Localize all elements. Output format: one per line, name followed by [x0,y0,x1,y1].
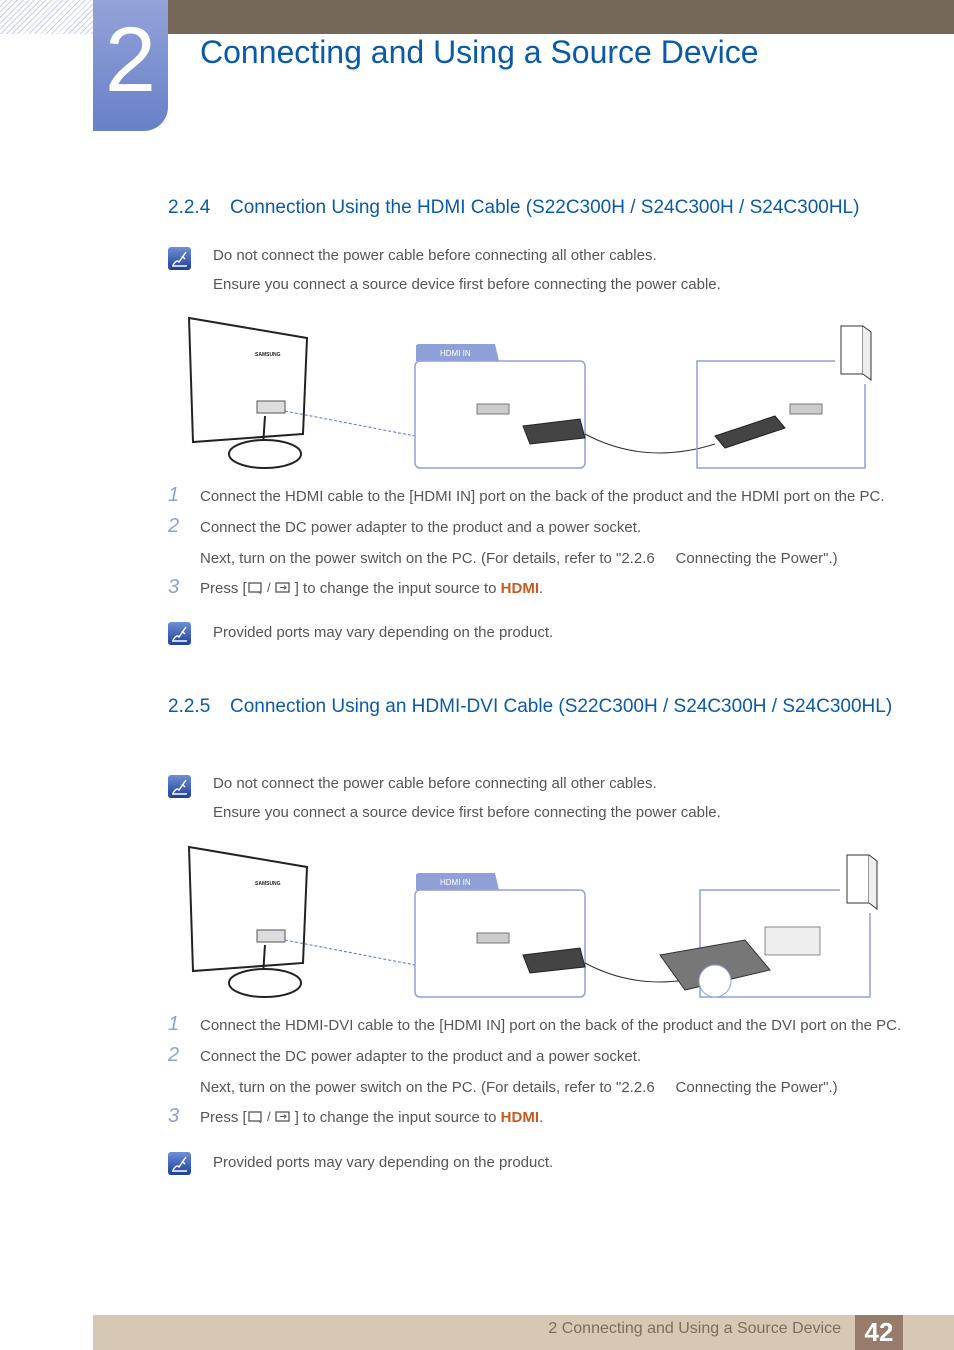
step-number: 2 [168,515,180,537]
step-item: 2 Connect the DC power adapter to the pro… [168,515,641,538]
source-button-icon: / [247,1109,295,1126]
step-number: 1 [168,484,180,506]
hdmi-in-port-box: HDMI IN [414,344,586,469]
highlight-hdmi: HDMI [500,580,539,597]
source-button-icon: / [247,580,295,597]
pc-port-box [696,360,866,469]
footer-chapter: 2 Connecting and Using a Source Device [548,1320,841,1337]
step-text: Press [ [200,1109,247,1126]
note-icon [168,247,191,270]
step-text: Connect the DC power adapter to the prod… [200,519,642,536]
svg-text:HDMI IN: HDMI IN [440,878,471,887]
page-number: 42 [855,1315,903,1350]
chapter-number-badge: 2 [93,0,168,131]
top-bar [168,0,954,34]
svg-text:/: / [267,1109,271,1124]
svg-text:/: / [267,580,271,595]
svg-text:HDMI IN: HDMI IN [440,349,471,358]
svg-text:SAMSUNG: SAMSUNG [255,352,281,358]
note-text: Ensure you connect a source device first… [213,276,721,293]
note-text: Do not connect the power cable before co… [213,247,657,264]
step-item: 2 Connect the DC power adapter to the pro… [168,1044,641,1067]
section-title: Connection Using the HDMI Cable (S22C300… [230,197,860,218]
pc-tower-illustration [840,325,872,381]
step-text: ] to change the input source to [294,1109,501,1126]
step-text: . [539,580,544,597]
hdmi-in-port-box: HDMI IN [414,873,586,998]
connection-diagram: SAMSUNG HDMI IN [185,316,885,481]
section-number: 2.2.4 [168,197,211,218]
step-text: . [539,1109,544,1126]
step-text: Connect the HDMI cable to the [HDMI IN] … [200,488,885,505]
step-subtext: Next, turn on the power switch on the PC… [200,1079,838,1096]
step-text: Connect the DC power adapter to the prod… [200,1048,642,1065]
section-number: 2.2.5 [168,696,211,717]
step-number: 3 [168,576,180,598]
note-text: Ensure you connect a source device first… [213,804,721,821]
page-title: Connecting and Using a Source Device [200,34,759,70]
hdmi-plug-pc [714,403,823,449]
section-heading: 2.2.5 Connection Using an HDMI-DVI Cable … [168,693,908,721]
highlight-hdmi: HDMI [500,1109,539,1126]
hatch-decoration [0,0,93,34]
step-item: 1 Connect the HDMI cable to the [HDMI IN]… [168,484,885,507]
step-text: Connect the HDMI-DVI cable to the [HDMI … [200,1017,902,1034]
pc-tower-illustration [846,854,878,910]
note-icon [168,1152,191,1175]
step-number: 3 [168,1105,180,1127]
step-number: 1 [168,1013,180,1035]
monitor-illustration: SAMSUNG [187,845,309,998]
connection-diagram: SAMSUNG HDMI IN [185,845,885,1010]
monitor-illustration: SAMSUNG [187,316,309,469]
tip-text: Provided ports may vary depending on the… [213,1154,554,1171]
step-number: 2 [168,1044,180,1066]
tip-text: Provided ports may vary depending on the… [213,624,554,641]
svg-text:SAMSUNG: SAMSUNG [255,881,281,887]
step-text: ] to change the input source to [294,580,501,597]
note-icon [168,775,191,798]
note-text: Do not connect the power cable before co… [213,775,657,792]
step-item: 3 Press [ / ] to change the input source to… [168,1105,543,1128]
dvi-connector [659,926,821,998]
section-heading: 2.2.4 Connection Using the HDMI Cable (S2… [168,194,908,222]
step-item: 3 Press [ / ] to change the input source to… [168,576,543,599]
section-title: Connection Using an HDMI-DVI Cable (S22C… [230,696,893,717]
step-subtext: Next, turn on the power switch on the PC… [200,550,838,567]
step-item: 1 Connect the HDMI-DVI cable to the [HDMI… [168,1013,901,1036]
step-text: Press [ [200,580,247,597]
note-icon [168,622,191,645]
footer-bar [93,1315,954,1350]
